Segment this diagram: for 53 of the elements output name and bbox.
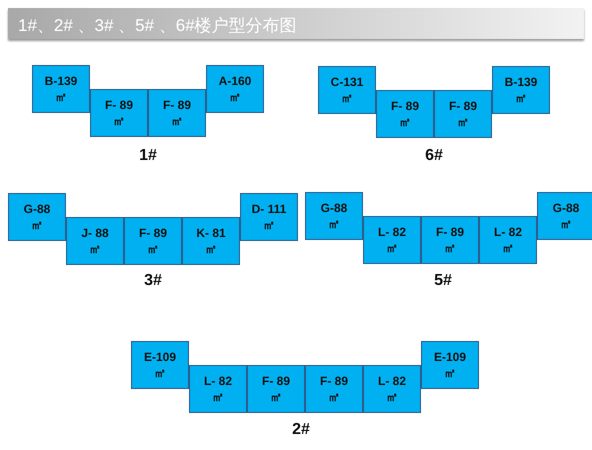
unit-block — [363, 216, 421, 264]
unit-label: G-88 ㎡ — [552, 200, 580, 232]
unit-block — [182, 217, 240, 265]
unit-block — [434, 90, 492, 138]
unit-label: G-88 ㎡ — [22, 201, 52, 233]
unit-label: L- 82㎡ — [202, 373, 233, 405]
unit-label: F- 89㎡ — [318, 373, 349, 405]
unit-block — [240, 193, 298, 241]
unit-block — [479, 216, 537, 264]
unit-block — [421, 216, 479, 264]
unit-block — [363, 365, 421, 413]
unit-label: E-109 ㎡ — [432, 349, 468, 381]
unit-label: F- 89㎡ — [162, 97, 192, 129]
building-label: 5# — [433, 272, 453, 290]
unit-block — [131, 341, 189, 389]
unit-label: B-139 ㎡ — [44, 73, 78, 105]
unit-block — [537, 192, 592, 240]
unit-label: K- 81㎡ — [195, 225, 227, 257]
unit-block — [66, 217, 124, 265]
unit-label: F- 89㎡ — [448, 98, 478, 130]
unit-block — [421, 341, 479, 389]
unit-label: F- 89㎡ — [104, 97, 134, 129]
building-label: 6# — [424, 147, 444, 165]
unit-label: F- 89㎡ — [390, 98, 420, 130]
unit-block — [8, 193, 66, 241]
unit-block — [124, 217, 182, 265]
unit-block — [247, 365, 305, 413]
unit-label: L- 82㎡ — [376, 224, 407, 256]
unit-block — [189, 365, 247, 413]
unit-label: B-139 ㎡ — [504, 74, 538, 106]
unit-label: E-109 ㎡ — [142, 349, 178, 381]
unit-label: L- 82㎡ — [492, 224, 523, 256]
unit-label: D- 111㎡ — [250, 201, 288, 233]
building-label: 2# — [291, 421, 311, 439]
building-label: 1# — [138, 147, 158, 165]
unit-label: A-160 ㎡ — [218, 73, 252, 105]
unit-block — [305, 192, 363, 240]
unit-label: J- 88㎡ — [80, 225, 110, 257]
unit-label: F- 89㎡ — [138, 225, 168, 257]
unit-label: L- 82㎡ — [376, 373, 407, 405]
unit-block — [206, 65, 264, 113]
building-label: 3# — [143, 272, 163, 290]
unit-block — [318, 66, 376, 114]
unit-block — [376, 90, 434, 138]
unit-block — [492, 66, 550, 114]
unit-label: G-88 ㎡ — [320, 200, 348, 232]
unit-block — [32, 65, 90, 113]
unit-block — [90, 89, 148, 137]
unit-label: F- 89㎡ — [434, 224, 465, 256]
unit-label: C-131 ㎡ — [330, 74, 364, 106]
unit-label: F- 89㎡ — [260, 373, 291, 405]
unit-block — [305, 365, 363, 413]
unit-block — [148, 89, 206, 137]
